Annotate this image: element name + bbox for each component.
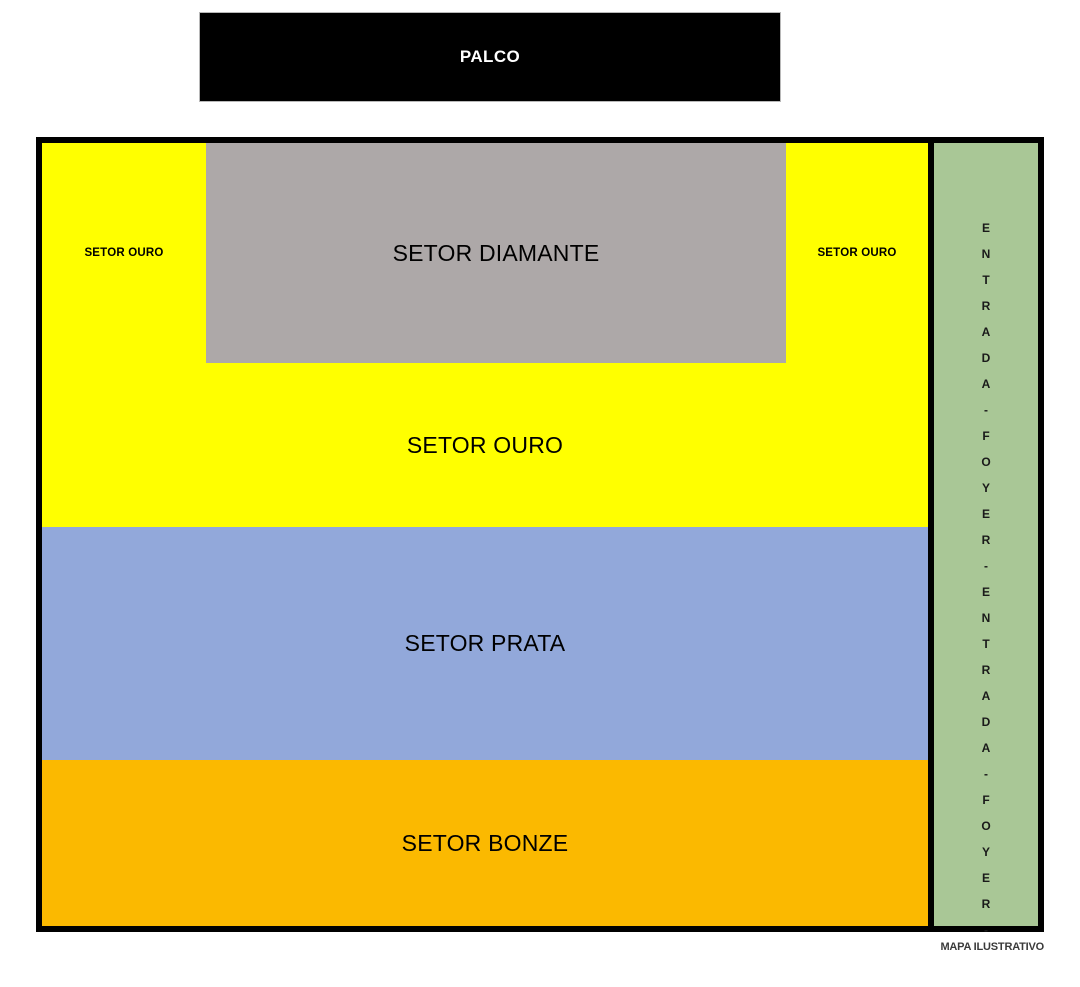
foyer-letter: R — [981, 663, 991, 677]
sector-setor-ouro-right[interactable]: SETOR OURO — [786, 143, 928, 363]
foyer-letter: F — [982, 429, 990, 443]
foyer-letter: D — [981, 715, 991, 729]
foyer-letter: Y — [981, 481, 990, 495]
sector-setor-diamante[interactable]: SETOR DIAMANTE — [206, 143, 786, 363]
foyer-letter: T — [982, 637, 990, 651]
foyer-letter: A — [981, 689, 991, 703]
foyer-letter: R — [981, 299, 991, 313]
sector-label-prata: SETOR PRATA — [404, 630, 566, 656]
sector-label-ouro-left: SETOR OURO — [84, 247, 164, 259]
foyer-letter: T — [982, 273, 990, 287]
foyer-letter: N — [981, 247, 991, 261]
arena-inner: SETOR OURO SETOR DIAMANTE SETOR OURO SET… — [42, 143, 1038, 937]
sector-setor-ouro[interactable]: SETOR OURO — [42, 363, 928, 527]
stage-palco[interactable]: PALCO — [200, 13, 780, 101]
foyer-letter: O — [981, 455, 991, 469]
sector-label-diamante: SETOR DIAMANTE — [392, 239, 600, 266]
sector-label-ouro-right: SETOR OURO — [817, 247, 897, 259]
foyer-letter: F — [982, 793, 990, 807]
foyer-letter: D — [981, 351, 991, 365]
foyer-letter: A — [981, 325, 991, 339]
sector-setor-ouro-left[interactable]: SETOR OURO — [42, 143, 206, 363]
foyer-letter: N — [981, 611, 991, 625]
sector-setor-bonze[interactable]: SETOR BONZE — [42, 760, 928, 926]
foyer-letter: - — [984, 559, 988, 573]
sector-label-bonze: SETOR BONZE — [401, 829, 569, 856]
seating-area: SETOR OURO SETOR DIAMANTE SETOR OURO SET… — [42, 143, 928, 926]
foyer-letter: - — [984, 923, 988, 937]
foyer-letter: A — [981, 377, 991, 391]
foyer-letter: E — [981, 221, 990, 235]
sector-setor-prata[interactable]: SETOR PRATA — [42, 527, 928, 760]
stage-label: PALCO — [459, 47, 521, 66]
foyer-letter: E — [981, 585, 990, 599]
foyer-letter: Y — [981, 845, 990, 859]
foyer-letter: R — [981, 897, 991, 911]
foyer-divider — [928, 143, 934, 926]
foyer-letter: A — [981, 741, 991, 755]
foyer-letter: O — [981, 819, 991, 833]
foyer-letter: - — [984, 403, 988, 417]
foyer-letter: E — [981, 507, 990, 521]
foyer-letter: - — [984, 767, 988, 781]
sector-label-ouro: SETOR OURO — [406, 431, 564, 458]
foyer-letter: R — [981, 533, 991, 547]
arena-frame: SETOR OURO SETOR DIAMANTE SETOR OURO SET… — [36, 137, 1044, 937]
map-caption: MAPA ILUSTRATIVO — [940, 941, 1044, 953]
foyer-letter: E — [981, 871, 990, 885]
